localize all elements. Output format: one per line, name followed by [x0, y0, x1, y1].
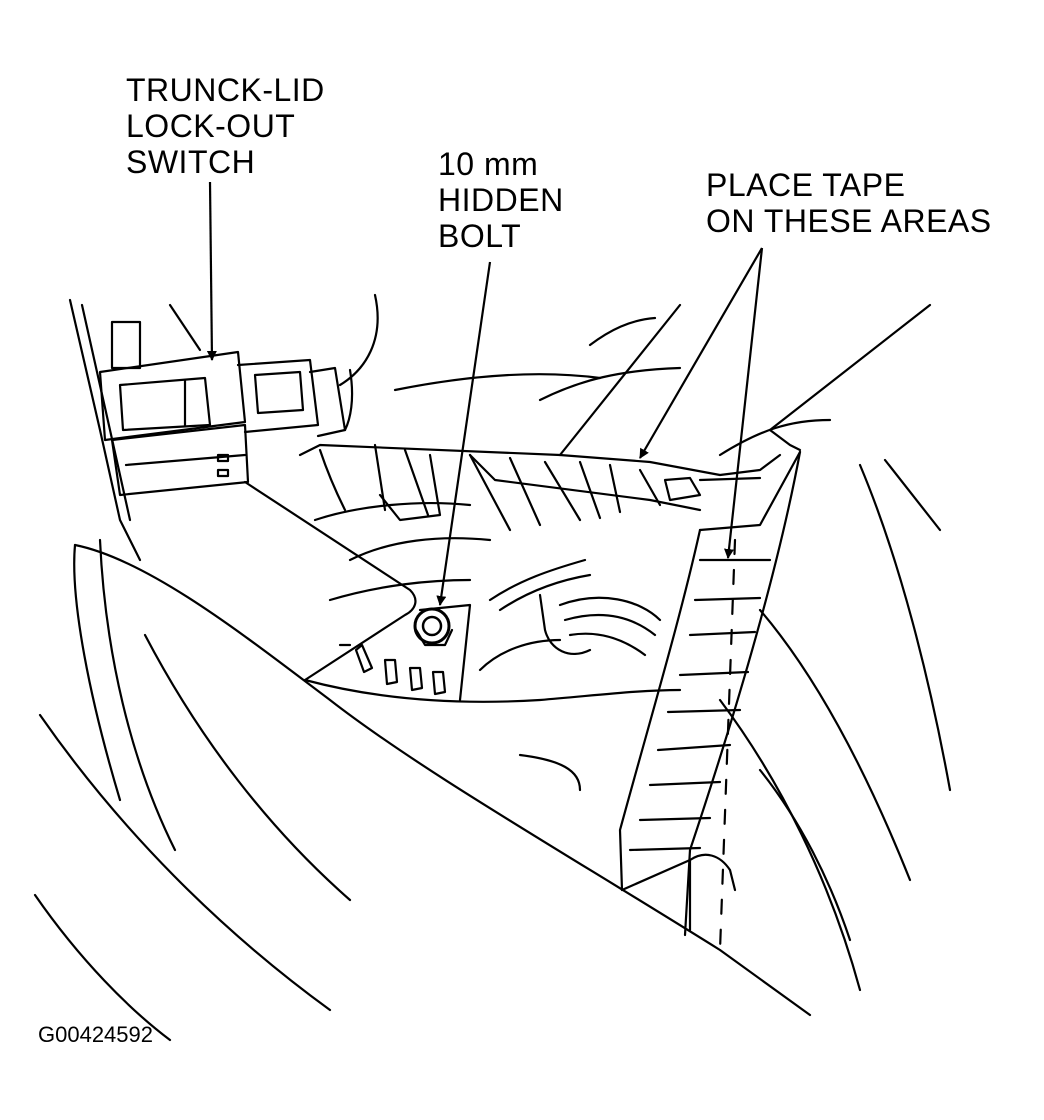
- tape-leader-arrow-upper: [639, 247, 763, 459]
- tape-areas-label-line-1: PLACE TAPE: [706, 167, 906, 203]
- hidden-bolt-icon: [413, 607, 454, 647]
- lock-out-switch-label-line-3: SWITCH: [126, 144, 256, 180]
- switch-leader-arrow: [206, 181, 217, 361]
- hidden-bolt-label: 10 mm HIDDEN BOLT: [438, 146, 564, 254]
- left-pillar: [68, 298, 202, 562]
- right-quarter-panel: [718, 458, 952, 992]
- taped-strip-right: [618, 450, 802, 952]
- hidden-bolt-label-line-1: 10 mm: [438, 146, 539, 182]
- bolt-leader-arrow: [436, 261, 492, 606]
- trunk-floor-panel: [33, 538, 812, 1042]
- rear-shelf-panel: [243, 480, 682, 703]
- lock-out-switch-label-line-2: LOCK-OUT: [126, 108, 296, 144]
- parcel-shelf-background: [338, 293, 932, 457]
- lock-out-switch-label-line-1: TRUNCK-LID: [126, 72, 325, 108]
- lock-out-switch-assembly: [98, 320, 347, 497]
- taped-seam-upper: [298, 443, 782, 532]
- tape-leader-arrow-lower: [724, 247, 764, 559]
- tape-areas-label: PLACE TAPE ON THESE AREAS: [706, 167, 992, 239]
- tape-areas-label-line-2: ON THESE AREAS: [706, 203, 992, 239]
- figure-id: G00424592: [38, 1022, 153, 1047]
- wiring-harness: [478, 558, 662, 792]
- hidden-bolt-label-line-2: HIDDEN: [438, 182, 564, 218]
- lock-out-switch-label: TRUNCK-LID LOCK-OUT SWITCH: [126, 72, 325, 180]
- hidden-bolt-label-line-3: BOLT: [438, 218, 522, 254]
